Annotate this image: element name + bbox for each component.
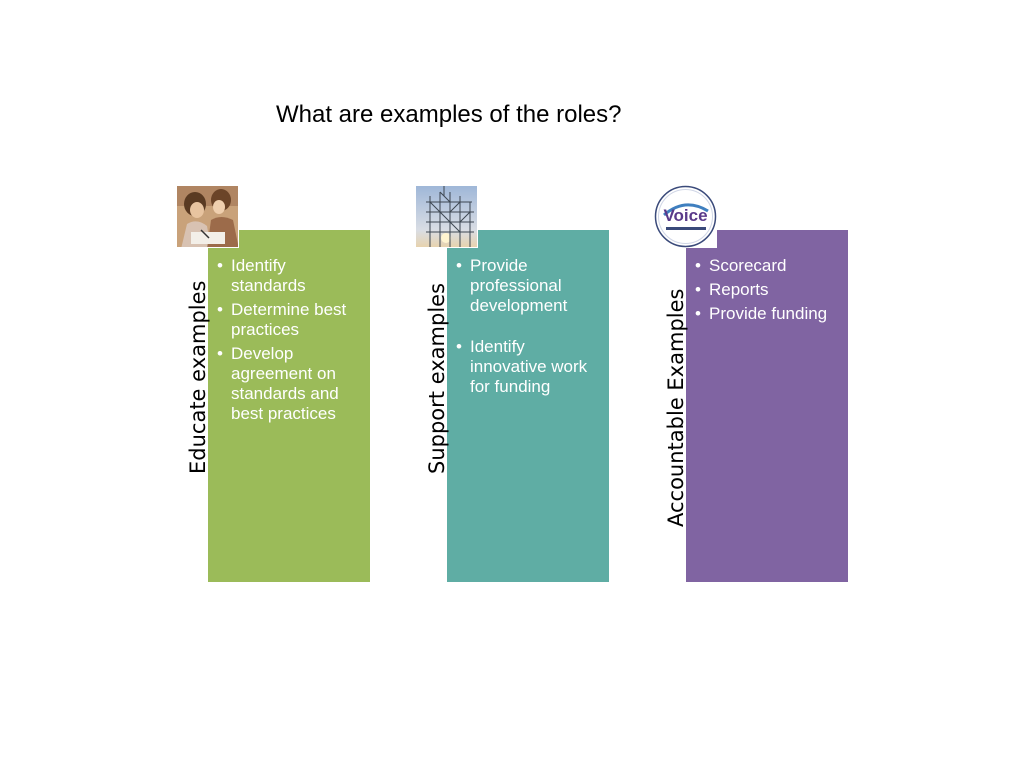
list-item: Determine best practices [216,300,362,340]
role-support-panel: Provide professional development Identif… [447,230,609,582]
role-educate-list: Identify standards Determine best practi… [208,230,370,424]
role-educate-panel: Identify standards Determine best practi… [208,230,370,582]
role-support-label: Support examples [425,282,449,474]
role-support-list: Provide professional development Identif… [447,230,609,397]
list-item: Identify innovative work for funding [455,337,601,397]
role-accountable-list: Scorecard Reports Provide funding [686,230,848,324]
list-item: Provide professional development [455,256,601,316]
scaffolding-tower-photo [415,185,478,248]
role-accountable-panel: Scorecard Reports Provide funding [686,230,848,582]
list-item: Provide funding [694,304,840,324]
list-item: Scorecard [694,256,840,276]
list-item: Reports [694,280,840,300]
voice-logo-text: Voice [663,206,707,225]
slide-title: What are examples of the roles? [276,101,622,128]
role-accountable: Scorecard Reports Provide funding Accoun… [654,185,894,585]
voice-logo: Voice [654,185,717,248]
role-educate: Identify standards Determine best practi… [176,185,416,585]
students-writing-photo [176,185,239,248]
list-item: Develop agreement on standards and best … [216,344,362,424]
role-support: Provide professional development Identif… [415,185,655,585]
role-educate-label: Educate examples [186,280,210,474]
list-item: Identify standards [216,256,362,296]
role-accountable-label: Accountable Examples [664,288,688,527]
